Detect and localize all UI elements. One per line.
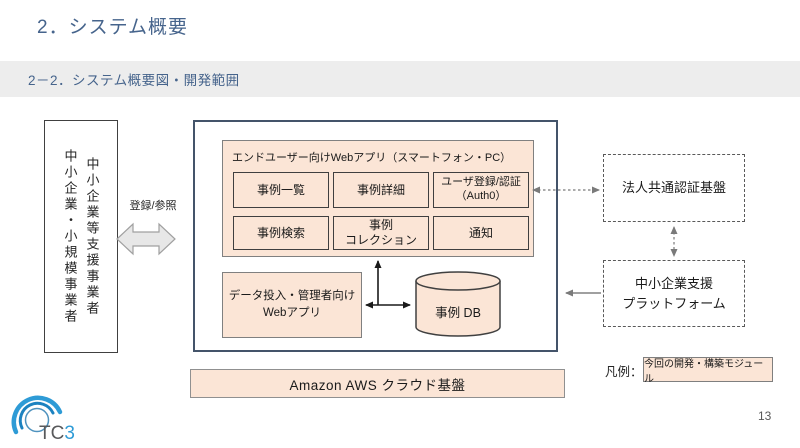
module-notification: 通知 — [433, 216, 529, 250]
case-db-label: 事例 DB — [435, 306, 481, 320]
actors-box: 中小企業等支援事業者 中小企業・小規模事業者 — [44, 120, 118, 353]
tc3-logo: TC3 — [11, 395, 75, 444]
module-user-auth: ユーザ登録/認証 （Auth0） — [433, 172, 529, 208]
module-case-collection: 事例 コレクション — [333, 216, 429, 250]
enduser-webapp-title: エンドユーザー向けWebアプリ（スマートフォン・PC） — [232, 152, 512, 164]
logo-text-3: 3 — [64, 423, 75, 444]
module-case-list: 事例一覧 — [233, 172, 329, 208]
logo-ring — [24, 407, 50, 433]
logo-swoosh-inner — [18, 401, 55, 430]
logo-text: TC3 — [39, 423, 75, 444]
legend-development-module: 今回の開発・構築モジュール — [643, 357, 773, 385]
database-icon — [415, 271, 501, 337]
section-header-bar: 2－2．システム概要図・開発範囲 — [0, 61, 800, 97]
sme-platform-box: 中小企業支援 プラットフォーム — [603, 260, 745, 327]
register-arrow-label: 登録/参照 — [129, 200, 177, 212]
page-title: 2．システム概要 — [37, 17, 188, 38]
actors-column-1: 中小企業等支援事業者 — [84, 156, 100, 317]
actors-column-2: 中小企業・小規模事業者 — [62, 148, 78, 325]
logo-swoosh-outer — [11, 395, 63, 435]
section-subtitle: 2－2．システム概要図・開発範囲 — [28, 73, 240, 88]
page-number: 13 — [758, 409, 772, 423]
left-right-block-arrow-icon — [116, 222, 176, 256]
legend-label: 凡例： — [605, 365, 643, 379]
enduser-webapp-box: エンドユーザー向けWebアプリ（スマートフォン・PC） 事例一覧 事例詳細 ユー… — [222, 140, 534, 257]
case-db-cylinder: 事例 DB — [414, 270, 502, 340]
module-case-search: 事例検索 — [233, 216, 329, 250]
enduser-module-grid: 事例一覧 事例詳細 ユーザ登録/認証 （Auth0） 事例検索 事例 コレクショ… — [233, 172, 529, 250]
admin-webapp-box: データ投入・管理者向け Webアプリ — [222, 272, 362, 338]
module-case-detail: 事例詳細 — [333, 172, 429, 208]
logo-text-tc: TC — [39, 423, 64, 444]
corporate-auth-box: 法人共通認証基盤 — [603, 154, 745, 222]
aws-cloud-bar: Amazon AWS クラウド基盤 — [190, 369, 565, 398]
